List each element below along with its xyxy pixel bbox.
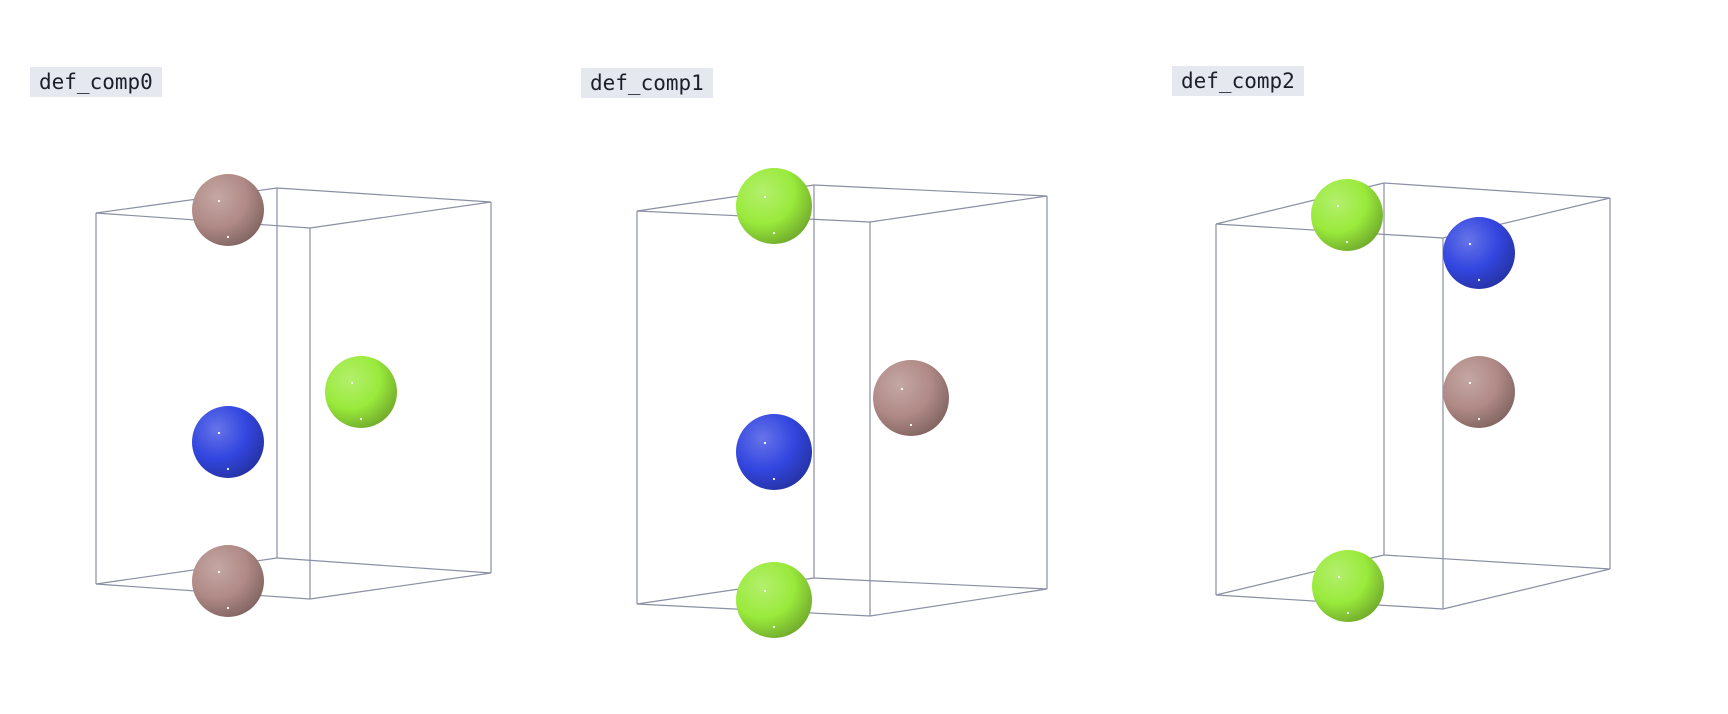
cell-edge xyxy=(813,184,1048,197)
atom-highlight xyxy=(226,606,230,610)
atom-blue xyxy=(1443,217,1515,289)
atom-highlight xyxy=(217,199,221,203)
atom-rose-brown xyxy=(192,545,264,617)
cell-edge xyxy=(869,588,1048,617)
atom-green xyxy=(1311,179,1383,251)
cell-edge xyxy=(276,187,492,203)
cell-edge xyxy=(1383,182,1611,199)
cell-edge xyxy=(869,195,1048,223)
atom-highlight xyxy=(217,431,221,435)
unit-cell-2 xyxy=(1215,182,1611,610)
panel-label-def-comp2: def_comp2 xyxy=(1172,66,1304,96)
cell-edge xyxy=(276,557,492,574)
atom-highlight xyxy=(763,195,767,199)
unit-cell-0 xyxy=(95,187,492,600)
panel-label-def-comp0: def_comp0 xyxy=(30,67,162,97)
cell-edge xyxy=(309,201,492,229)
cell-edge xyxy=(1442,568,1611,610)
atom-highlight xyxy=(1477,417,1481,421)
atom-highlight xyxy=(217,570,221,574)
atom-blue xyxy=(736,414,812,490)
unit-cell-1 xyxy=(636,184,1048,617)
atom-green xyxy=(736,562,812,638)
atom-green xyxy=(325,356,397,428)
atom-highlight xyxy=(763,589,767,593)
atom-highlight xyxy=(772,231,776,235)
atom-highlight xyxy=(1468,381,1472,385)
cell-edge xyxy=(309,572,492,600)
atom-highlight xyxy=(1337,575,1341,579)
atom-rose-brown xyxy=(873,360,949,436)
atom-rose-brown xyxy=(1443,356,1515,428)
atom-highlight xyxy=(359,417,363,421)
atom-green xyxy=(1312,550,1384,622)
atom-rose-brown xyxy=(192,174,264,246)
atom-highlight xyxy=(1346,611,1350,615)
atom-highlight xyxy=(226,235,230,239)
atom-blue xyxy=(192,406,264,478)
atom-highlight xyxy=(226,467,230,471)
atom-highlight xyxy=(900,387,904,391)
cell-edge xyxy=(813,577,1048,590)
atom-highlight xyxy=(1345,240,1349,244)
atom-highlight xyxy=(763,441,767,445)
atom-highlight xyxy=(1468,242,1472,246)
atom-highlight xyxy=(1336,204,1340,208)
panel-label-def-comp1: def_comp1 xyxy=(581,68,713,98)
atom-highlight xyxy=(350,381,354,385)
cell-edge xyxy=(1383,554,1611,570)
atom-highlight xyxy=(1477,278,1481,282)
atom-highlight xyxy=(909,423,913,427)
atom-highlight xyxy=(772,625,776,629)
atom-green xyxy=(736,168,812,244)
atom-highlight xyxy=(772,477,776,481)
